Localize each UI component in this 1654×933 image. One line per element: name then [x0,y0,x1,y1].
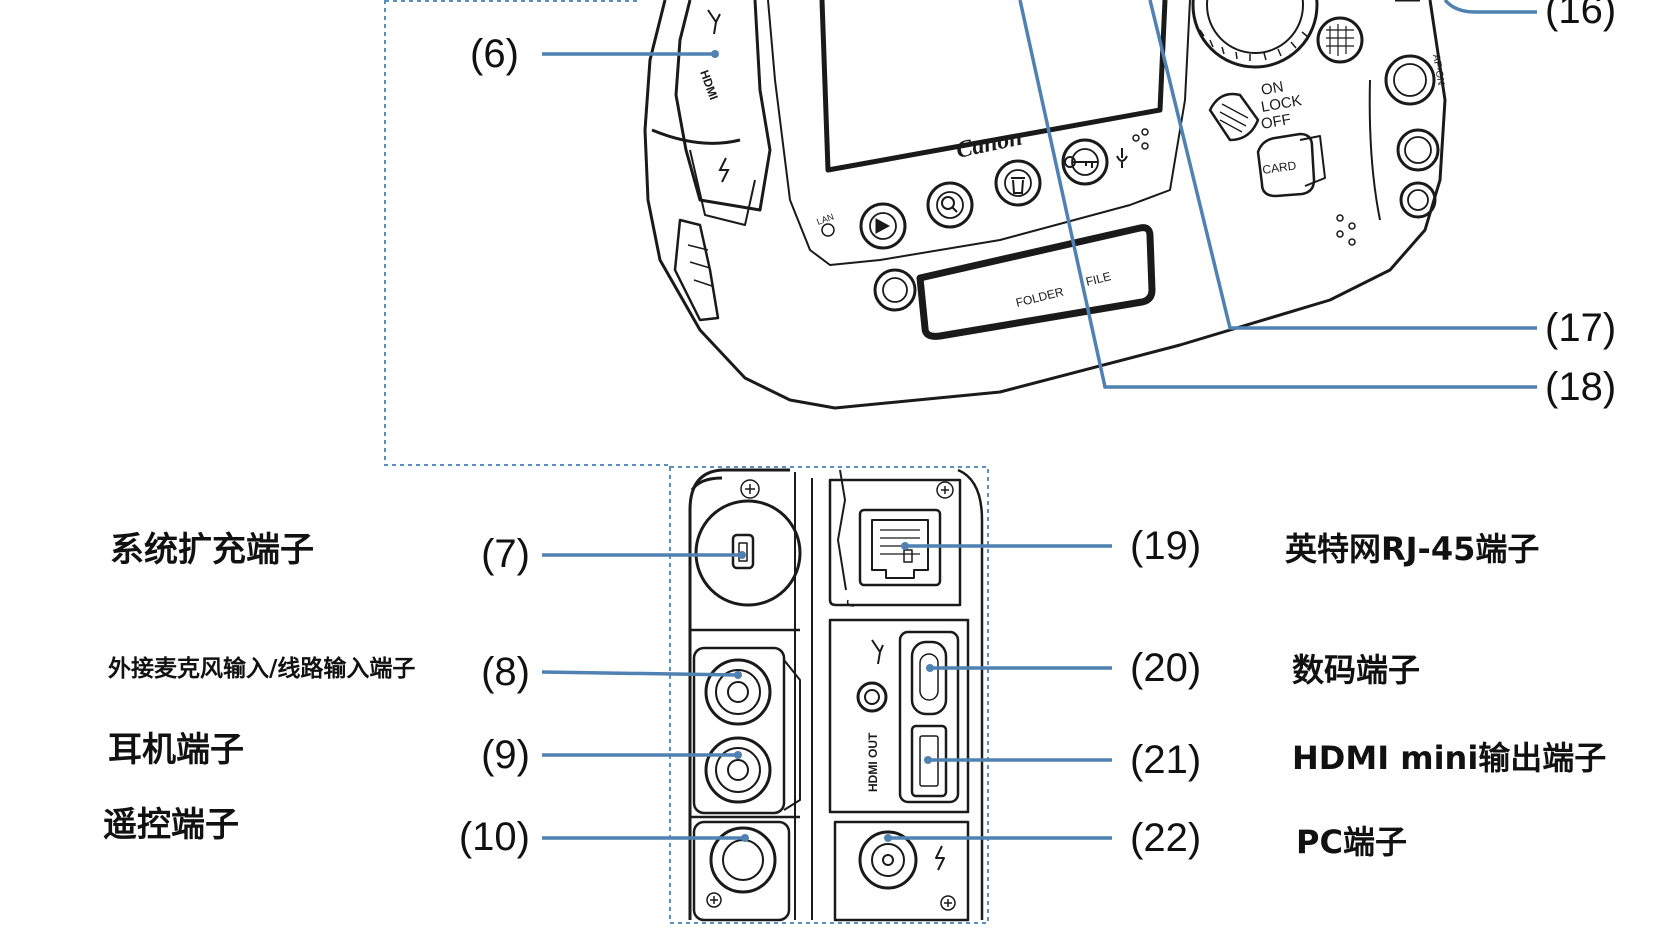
callout-22: (22) [1130,816,1202,860]
label-ethernet-terminal: 英特网RJ-45端子 [1285,530,1540,568]
playback-icon [875,218,891,234]
file-label: FILE [1084,269,1112,289]
label-digital-terminal: 数码端子 [1292,651,1421,689]
label-remote-terminal: 遥控端子 [103,805,239,845]
callout-9: (9) [481,733,530,777]
leader-lines [541,0,1537,842]
zoom-frame [384,0,989,924]
protect-icon [1072,161,1098,168]
label-pc-terminal: PC端子 [1296,823,1407,861]
pc-flash-icon [935,845,945,871]
usb-icon [707,9,721,35]
hdmi-side-label: HDMI [697,68,721,102]
switch-off-label: OFF [1260,111,1292,133]
label-hdmi-mini-out-terminal: HDMI mini输出端子 [1292,739,1607,777]
callout-21: (21) [1130,738,1202,782]
af-on-label: AF-ON [1430,54,1446,87]
label-mic-line-in-terminal: 外接麦克风输入/线路输入端子 [108,656,416,682]
callout-17: (17) [1545,306,1617,350]
flash-icon [718,157,730,183]
callout-8: (8) [481,650,530,694]
brand-logo: Canon [954,125,1025,164]
callout-6: (6) [470,32,519,76]
usb-port-icon [871,639,884,665]
callout-18: (18) [1545,365,1617,409]
hdmi-out-label: HDMI OUT [866,732,880,792]
switch-lock-label: LOCK [1260,92,1303,116]
trash-icon [1011,177,1025,194]
camera-back [643,0,1447,410]
callout-16: (16) [1545,0,1617,32]
label-headphone-terminal: 耳机端子 [108,730,244,770]
zoom-icon [941,196,955,210]
folder-label: FOLDER [1014,284,1065,309]
callout-20: (20) [1130,646,1202,690]
card-label: CARD [1261,158,1297,177]
camera-labels: Canon ON LOCK OFF CARD FOLDER FILE LAN H… [697,54,1446,310]
callout-7: (7) [481,532,530,576]
label-system-extension-terminal: 系统扩充端子 [110,530,314,570]
camera-icons [707,9,1128,234]
callout-10: (10) [458,815,530,859]
terminal-panel [688,468,984,922]
switch-on-label: ON [1260,78,1285,99]
callout-19: (19) [1130,524,1202,568]
mic-icon [1116,148,1128,168]
